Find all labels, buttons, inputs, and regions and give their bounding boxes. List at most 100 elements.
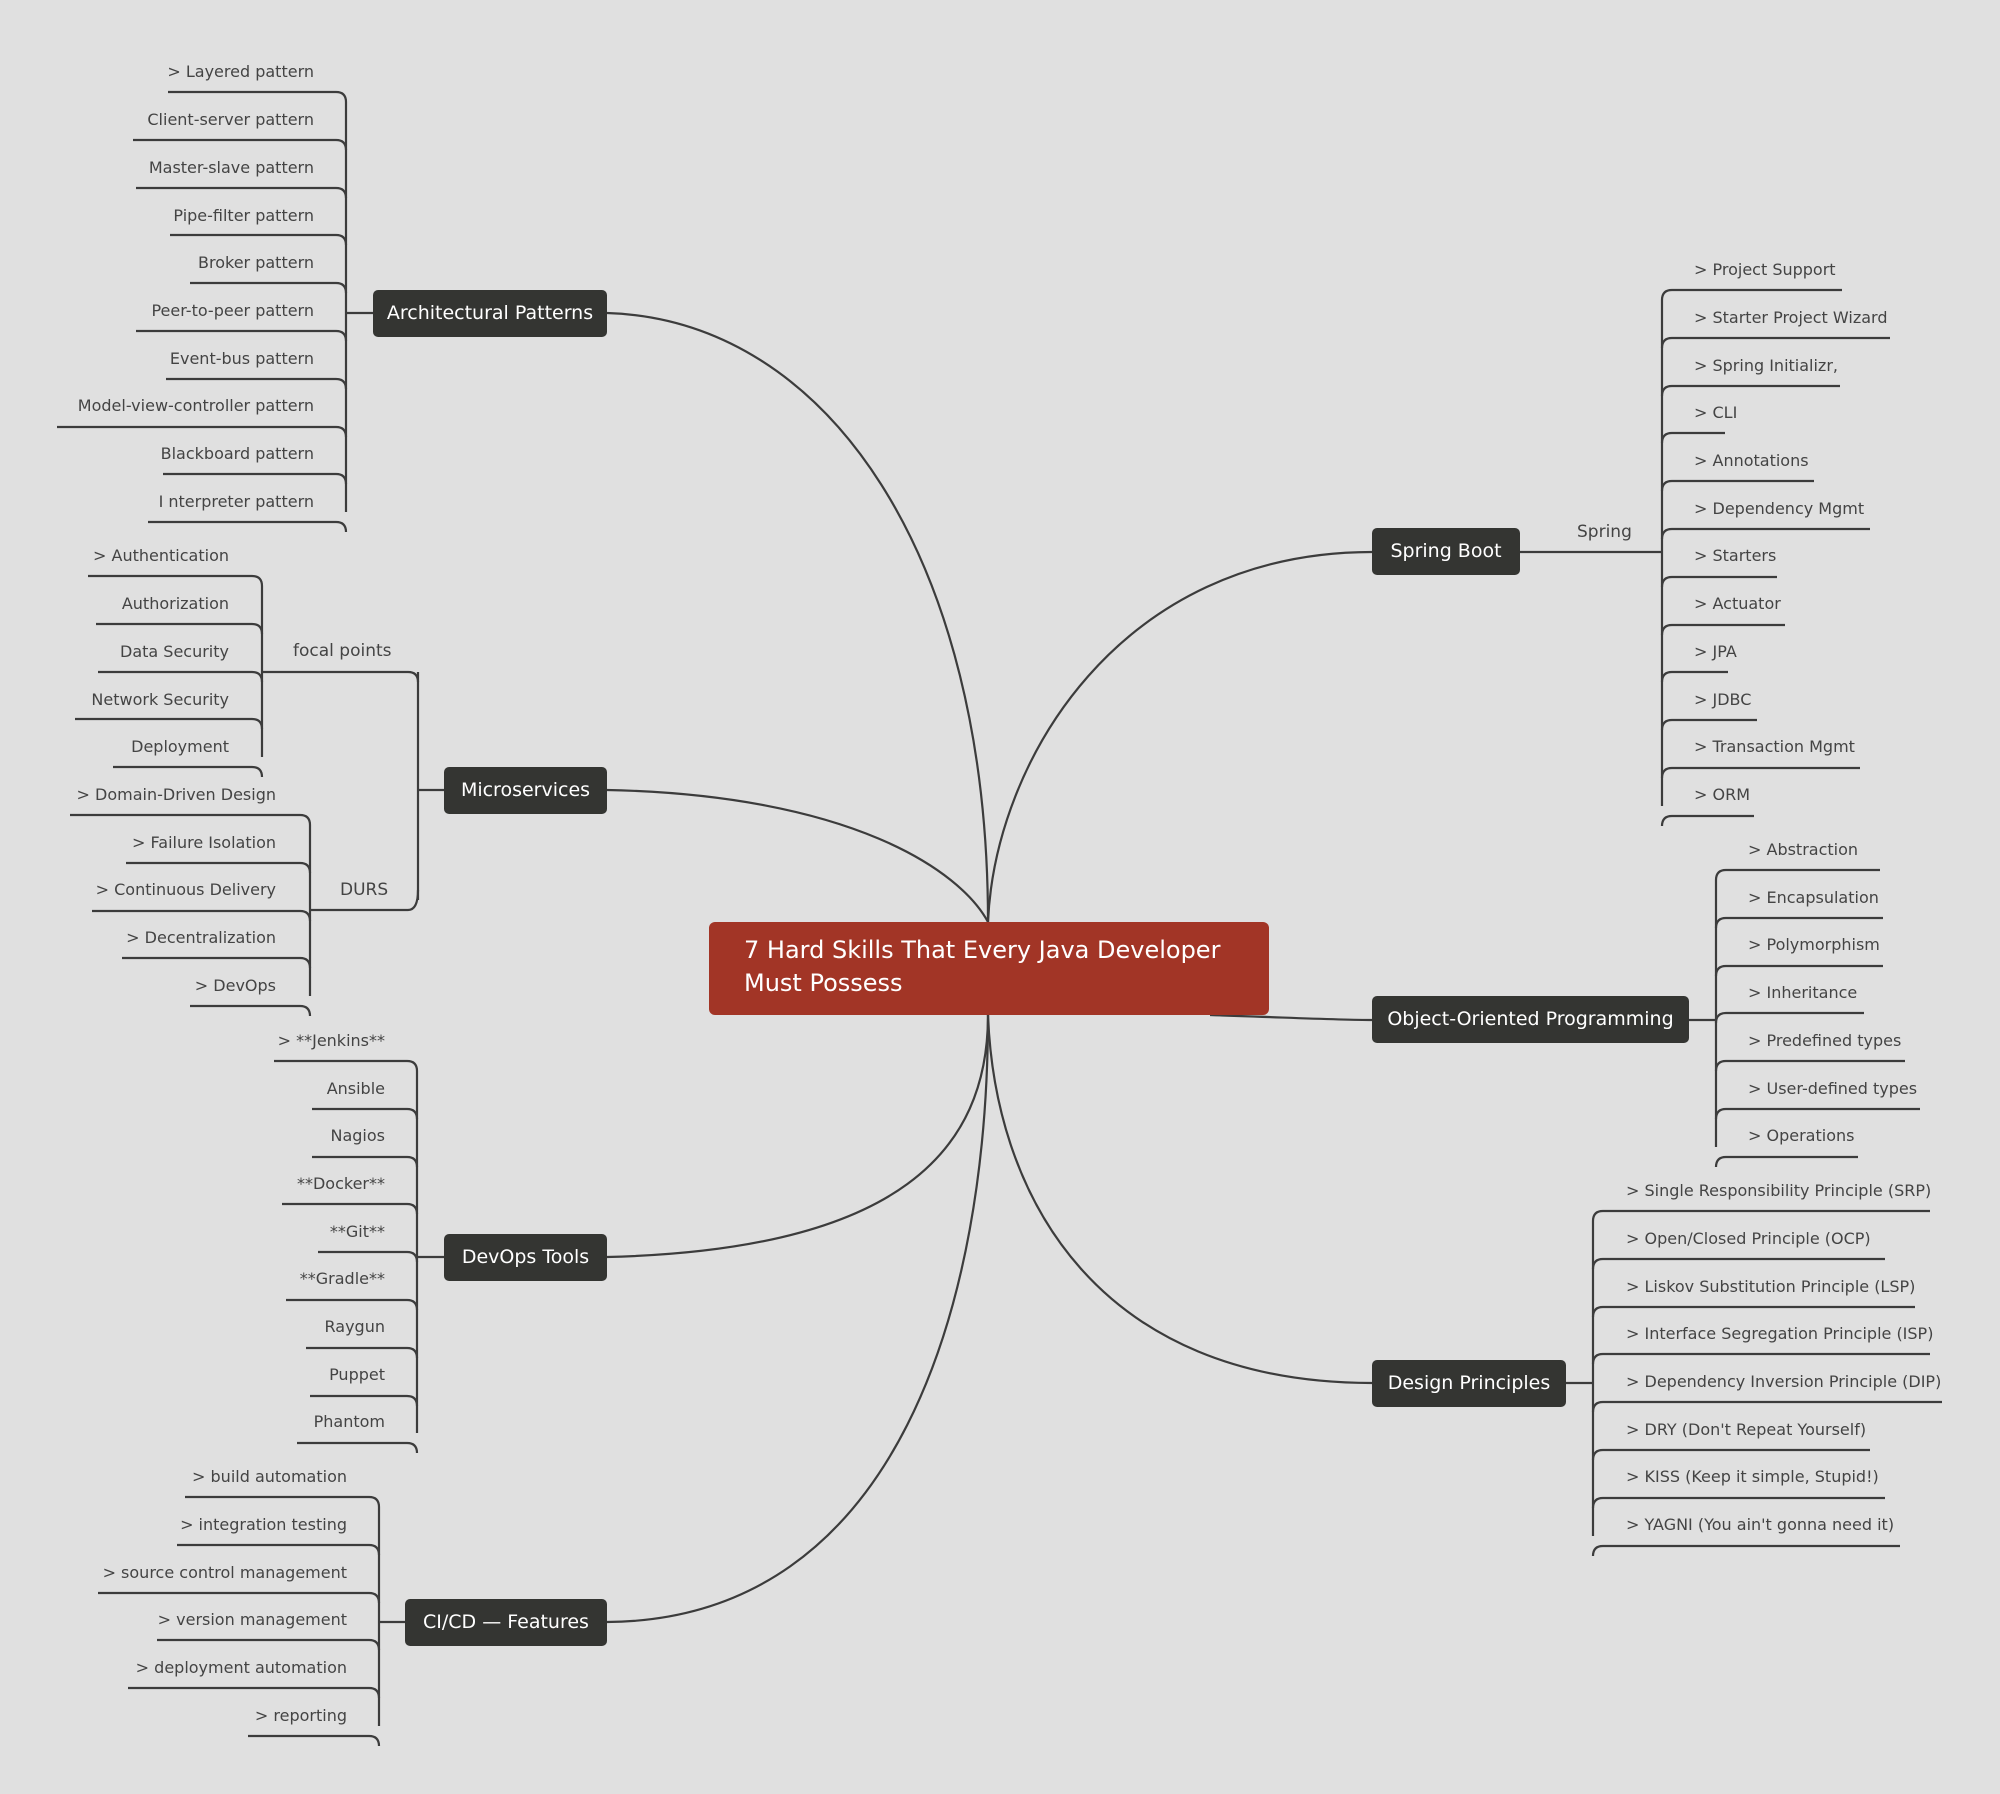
leaf-architectural-5: Broker pattern <box>198 253 314 272</box>
bracket-devops-branch-3 <box>312 1155 419 1168</box>
leaf-spring-7: > Starters <box>1694 546 1777 565</box>
branch-durs-1 <box>70 813 312 826</box>
leaf-oop-2: > Encapsulation <box>1748 888 1879 907</box>
durs-label: DURS <box>340 880 389 900</box>
topic-design-principles[interactable]: Design Principles <box>1372 1360 1566 1407</box>
bracket-oop-branch-1 <box>1714 868 1880 881</box>
bracket-architectural-branch-3 <box>136 186 348 199</box>
curve-cicd <box>606 1014 990 1624</box>
bracket-spring-branch-9 <box>1660 670 1728 683</box>
leaf-oop-6: > User-defined types <box>1748 1079 1918 1098</box>
bracket-architectural-branch-8 <box>57 425 348 438</box>
bracket-devops-branch-8 <box>310 1394 419 1407</box>
leaf-oop-5: > Predefined types <box>1748 1031 1902 1050</box>
bracket-cicd-branch-6 <box>248 1734 381 1747</box>
bracket-architectural-branch-1 <box>168 90 348 103</box>
bracket-cicd-branch-3 <box>98 1591 381 1604</box>
branch-durs-2 <box>126 861 312 874</box>
curve-design <box>986 1014 1373 1385</box>
leaf-cicd-1: > build automation <box>192 1467 347 1486</box>
leaf-cicd-3: > source control management <box>102 1563 347 1582</box>
bracket-design-branch-2 <box>1591 1257 1885 1270</box>
bracket-spring-branch-1 <box>1660 288 1842 301</box>
leaf-spring-8: > Actuator <box>1694 594 1781 613</box>
bracket-oop-branch-2 <box>1714 916 1883 929</box>
bracket-spring-branch-11 <box>1660 766 1860 779</box>
leaf-architectural-2: Client-server pattern <box>147 110 314 129</box>
leaf-devops-6: **Gradle** <box>299 1269 385 1288</box>
bracket-design-branch-3 <box>1591 1305 1915 1318</box>
bracket-cicd-branch-1 <box>185 1495 381 1508</box>
bracket-devops-branch-2 <box>312 1107 419 1120</box>
leaf-oop-7: > Operations <box>1748 1126 1855 1145</box>
leaf-spring-6: > Dependency Mgmt <box>1694 499 1865 518</box>
leaf-focal-4: Network Security <box>91 690 229 709</box>
leaf-devops-1: > **Jenkins** <box>277 1031 385 1050</box>
spring-label: Spring <box>1577 522 1632 542</box>
bracket-spring-branch-12 <box>1660 814 1754 827</box>
leaf-cicd-5: > deployment automation <box>135 1658 347 1677</box>
bracket-oop-branch-7 <box>1714 1155 1858 1168</box>
bracket-cicd-branch-5 <box>128 1686 381 1699</box>
central-topic[interactable]: 7 Hard Skills That Every Java Developer … <box>709 922 1269 1015</box>
bracket-oop-branch-3 <box>1714 964 1883 977</box>
leaf-design-6: > DRY (Don't Repeat Yourself) <box>1626 1420 1867 1439</box>
leaf-design-5: > Dependency Inversion Principle (DIP) <box>1626 1372 1942 1391</box>
leaf-architectural-1: > Layered pattern <box>167 62 314 81</box>
leaf-durs-4: > Decentralization <box>126 928 276 947</box>
leaf-spring-9: > JPA <box>1694 642 1737 661</box>
leaf-spring-2: > Starter Project Wizard <box>1694 308 1888 327</box>
bracket-design-branch-1 <box>1591 1209 1930 1222</box>
topic-microservices[interactable]: Microservices <box>444 767 607 814</box>
leaf-architectural-6: Peer-to-peer pattern <box>151 301 314 320</box>
leaf-architectural-9: Blackboard pattern <box>160 444 314 463</box>
leaf-spring-12: > ORM <box>1694 785 1751 804</box>
branch-focal-1 <box>88 574 264 587</box>
leaf-durs-3: > Continuous Delivery <box>95 880 276 899</box>
leaf-architectural-4: Pipe-filter pattern <box>173 206 314 225</box>
topic-architectural-patterns[interactable]: Architectural Patterns <box>373 290 607 337</box>
focal-points-label: focal points <box>293 641 392 661</box>
topic-object-oriented-programming[interactable]: Object-Oriented Programming <box>1372 996 1689 1043</box>
bracket-devops-branch-9 <box>297 1441 419 1454</box>
bracket-design-branch-8 <box>1591 1544 1900 1557</box>
curve-devops <box>606 1014 990 1259</box>
bracket-oop-branch-5 <box>1714 1059 1905 1072</box>
leaf-oop-1: > Abstraction <box>1748 840 1859 859</box>
leaf-cicd-2: > integration testing <box>180 1515 347 1534</box>
leaf-architectural-3: Master-slave pattern <box>148 158 314 177</box>
leaf-design-1: > Single Responsibility Principle (SRP) <box>1626 1181 1932 1200</box>
topic-devops-tools[interactable]: DevOps Tools <box>444 1234 607 1281</box>
bracket-oop-branch-6 <box>1714 1107 1920 1120</box>
bracket-spring-branch-6 <box>1660 527 1870 540</box>
bracket-design-branch-7 <box>1591 1496 1885 1509</box>
bracket-devops-branch-4 <box>282 1202 419 1215</box>
bracket-architectural-branch-2 <box>133 138 348 151</box>
leaf-focal-5: Deployment <box>131 737 229 756</box>
curve-oop <box>1209 1013 1373 1022</box>
topic-spring-boot[interactable]: Spring Boot <box>1372 528 1520 575</box>
leaf-spring-5: > Annotations <box>1694 451 1809 470</box>
bracket-spring-branch-3 <box>1660 384 1840 397</box>
leaf-devops-3: Nagios <box>330 1126 386 1145</box>
branch-durs-3 <box>92 909 312 922</box>
leaf-devops-7: Raygun <box>324 1317 385 1336</box>
leaf-design-8: > YAGNI (You ain't gonna need it) <box>1626 1515 1895 1534</box>
central-topic-title: 7 Hard Skills That Every Java Developer … <box>744 936 1221 997</box>
bracket-design-branch-6 <box>1591 1448 1870 1461</box>
leaf-spring-3: > Spring Initializr, <box>1694 356 1838 375</box>
leaf-architectural-10: I nterpreter pattern <box>158 492 314 511</box>
branch-focal-5 <box>113 765 264 778</box>
leaf-durs-1: > Domain-Driven Design <box>76 785 276 804</box>
bracket-spring-branch-10 <box>1660 718 1757 731</box>
bracket-oop-branch-4 <box>1714 1011 1864 1024</box>
curve-microservices <box>606 788 989 923</box>
bracket-design-branch-4 <box>1591 1352 1930 1365</box>
leaf-devops-5: **Git** <box>329 1222 385 1241</box>
bracket-devops-branch-5 <box>318 1250 419 1263</box>
topic-cicd-features[interactable]: CI/CD — Features <box>405 1599 607 1646</box>
bracket-cicd-branch-4 <box>157 1638 381 1651</box>
bracket-devops-branch-6 <box>286 1298 419 1311</box>
bracket-spring-branch-2 <box>1660 336 1890 349</box>
